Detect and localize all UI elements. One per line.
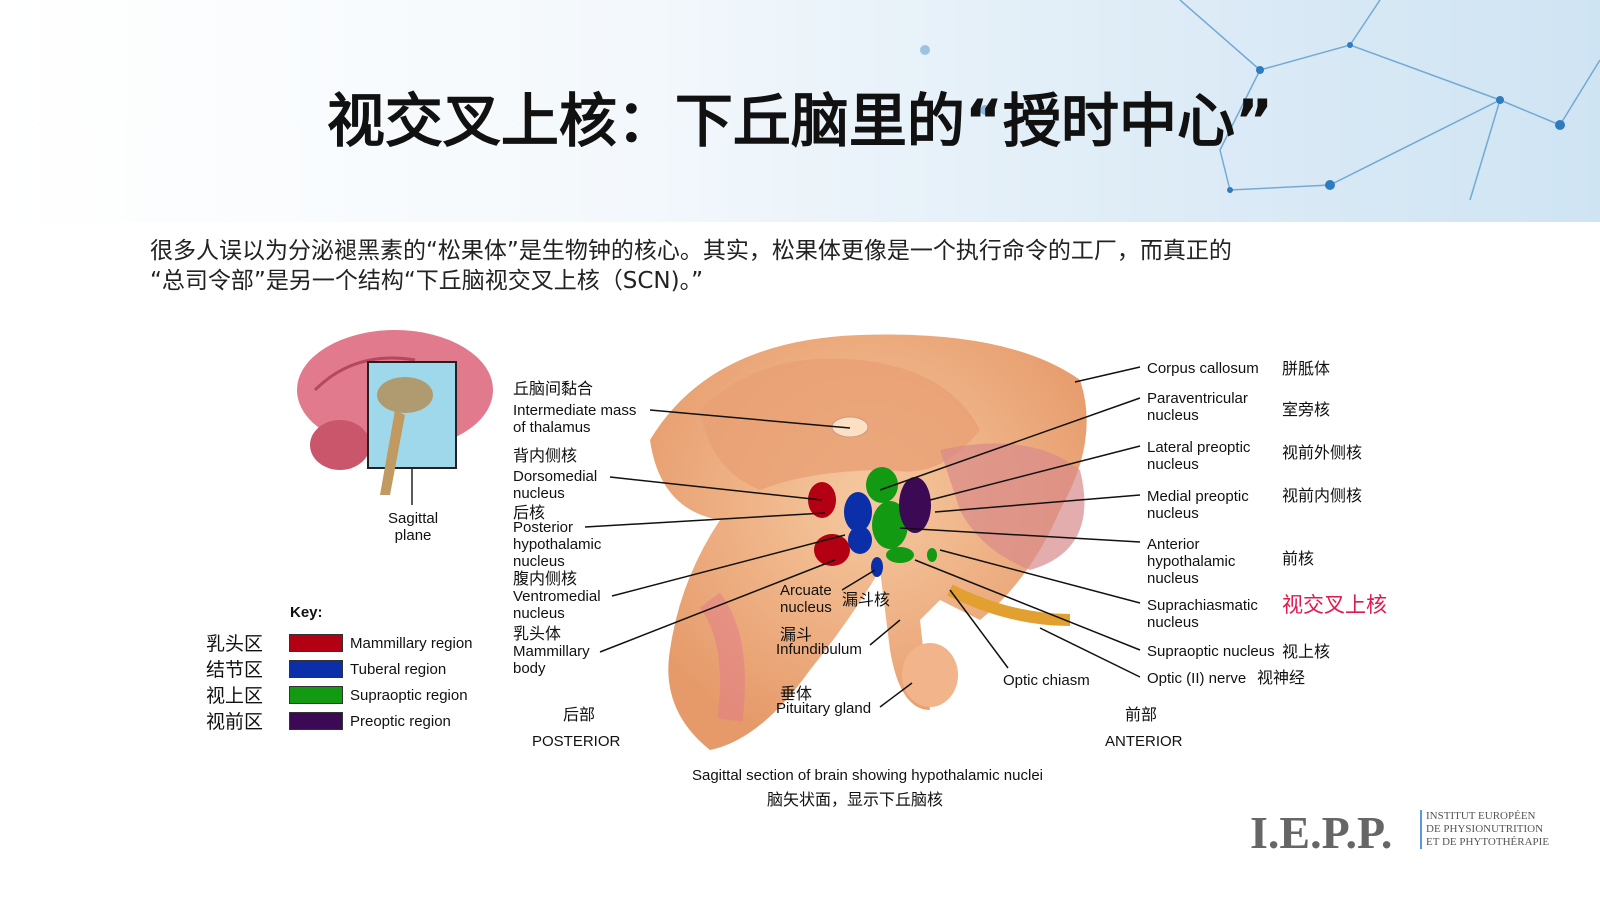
network-decoration bbox=[920, 0, 1600, 201]
brain-inset-illustration bbox=[297, 330, 493, 505]
label-zh: 胼胝体 bbox=[1282, 359, 1331, 378]
key-en-label: Mammillary region bbox=[350, 635, 473, 652]
key-en-label: Supraoptic region bbox=[350, 687, 468, 704]
label-suprachiasmatic: Suprachiasmatic nucleus bbox=[1147, 597, 1258, 631]
sagittal-plane-label: Sagittal plane bbox=[388, 510, 439, 544]
key-title: Key: bbox=[290, 604, 323, 621]
label-zh: 视前内侧核 bbox=[1282, 486, 1363, 505]
label-scn-highlight: 视交叉上核 bbox=[1282, 593, 1387, 617]
posterior-label: POSTERIOR bbox=[532, 733, 621, 750]
posterior-zh: 后部 bbox=[563, 705, 596, 724]
label-medial-preoptic: Medial preoptic nucleus bbox=[1147, 488, 1249, 522]
paragraph-line: “总司令部”是另一个结构“下丘脑视交叉上核（SCN)。” bbox=[150, 268, 703, 294]
label-intermediate-mass: Intermediate mass of thalamus bbox=[513, 402, 637, 436]
label-zh: 背内侧核 bbox=[513, 446, 578, 465]
label-zh: 室旁核 bbox=[1282, 400, 1331, 419]
label-zh: 后核 bbox=[513, 503, 546, 522]
logo-line: ET DE PHYTOTHÉRAPIE bbox=[1426, 836, 1550, 848]
label-ventromedial: Ventromedial nucleus bbox=[513, 588, 601, 622]
label-lateral-preoptic: Lateral preoptic nucleus bbox=[1147, 439, 1251, 473]
key-swatch-supraoptic bbox=[289, 686, 343, 704]
hypothalamus-sagittal-illustration bbox=[650, 334, 1087, 750]
key-zh-label: 视前区 bbox=[206, 711, 264, 733]
caption-en: Sagittal section of brain showing hypoth… bbox=[691, 767, 1044, 784]
paragraph-line: 很多人误以为分泌褪黑素的“松果体”是生物钟的核心。其实，松果体更像是一个执行命令… bbox=[150, 238, 1232, 264]
label-arcuate: Arcuate nucleus bbox=[780, 582, 832, 616]
label-corpus-callosum: Corpus callosum bbox=[1147, 360, 1259, 377]
label-zh: 视神经 bbox=[1257, 668, 1306, 687]
label-optic-nerve: Optic (II) nerve bbox=[1147, 670, 1247, 687]
intro-paragraph: 很多人误以为分泌褪黑素的“松果体”是生物钟的核心。其实，松果体更像是一个执行命令… bbox=[150, 236, 1232, 296]
label-infundibulum: Infundibulum bbox=[776, 641, 862, 658]
label-zh: 乳头体 bbox=[513, 624, 562, 643]
label-zh: 视前外侧核 bbox=[1282, 443, 1363, 462]
label-zh: 丘脑间黏合 bbox=[513, 379, 594, 398]
anterior-zh: 前部 bbox=[1125, 705, 1158, 724]
label-zh: 腹内侧核 bbox=[513, 569, 578, 588]
label-optic-chiasm: Optic chiasm bbox=[1003, 672, 1090, 689]
label-mammillary-body: Mammillary body bbox=[513, 643, 590, 677]
label-dorsomedial: Dorsomedial nucleus bbox=[513, 468, 598, 502]
key-swatch-preoptic bbox=[289, 712, 343, 730]
logo-line: DE PHYSIONUTRITION bbox=[1426, 823, 1544, 835]
anterior-label: ANTERIOR bbox=[1105, 733, 1183, 750]
label-supraoptic: Supraoptic nucleus bbox=[1147, 643, 1275, 660]
label-zh: 漏斗核 bbox=[842, 590, 891, 609]
key-en-label: Preoptic region bbox=[350, 713, 451, 730]
key-zh-label: 结节区 bbox=[206, 659, 264, 681]
logo-line: INSTITUT EUROPÉEN bbox=[1426, 810, 1536, 822]
key-en-label: Tuberal region bbox=[350, 661, 447, 678]
label-zh: 垂体 bbox=[780, 684, 813, 703]
header-background bbox=[0, 0, 1600, 222]
key-zh-label: 视上区 bbox=[206, 685, 264, 707]
iepp-logo: I.E.P.P. bbox=[1250, 807, 1393, 858]
label-anterior-hypothalamic: Anterior hypothalamic nucleus bbox=[1147, 536, 1236, 587]
label-pituitary: Pituitary gland bbox=[776, 700, 872, 717]
key-swatch-tuberal bbox=[289, 660, 343, 678]
key-swatch-mammillary bbox=[289, 634, 343, 652]
label-posterior-hypothalamic: Posterior hypothalamic nucleus bbox=[513, 519, 602, 570]
label-paraventricular: Paraventricular nucleus bbox=[1147, 390, 1248, 424]
slide-title: 视交叉上核：下丘脑里的“授时中心” bbox=[326, 87, 1274, 155]
label-zh: 视上核 bbox=[1282, 642, 1331, 661]
label-zh: 前核 bbox=[1282, 549, 1315, 568]
label-zh: 漏斗 bbox=[780, 625, 813, 644]
key-zh-label: 乳头区 bbox=[206, 633, 264, 655]
caption-zh: 脑矢状面，显示下丘脑核 bbox=[766, 790, 943, 809]
iepp-logo-subtitle: INSTITUT EUROPÉEN DE PHYSIONUTRITION ET … bbox=[1420, 810, 1549, 849]
